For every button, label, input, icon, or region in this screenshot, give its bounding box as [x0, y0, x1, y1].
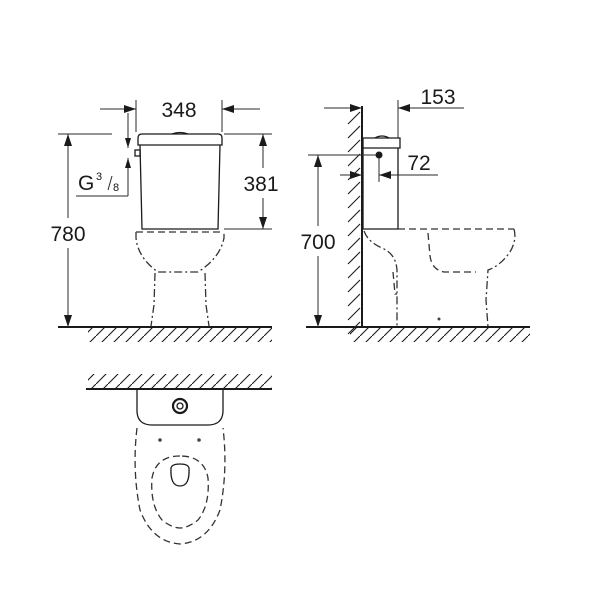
top-wall [86, 374, 272, 390]
front-pedestal [150, 272, 210, 327]
side-bowl [485, 228, 516, 328]
top-drain [170, 463, 190, 487]
front-cistern-body [139, 144, 221, 230]
side-floor [306, 326, 530, 342]
inlet-point [375, 151, 383, 159]
side-trap [363, 230, 398, 327]
dim-width-348: 348 [100, 99, 260, 132]
top-bowl-outer [134, 427, 226, 545]
dim-total-height-780: 780 [50, 133, 112, 327]
front-cistern-lid [137, 133, 223, 146]
top-bowl-inner [151, 455, 209, 529]
side-view: 153 72 700 [300, 86, 530, 342]
side-wall [347, 106, 363, 335]
front-floor [58, 326, 272, 342]
dim-offset-72: 72 [340, 152, 438, 182]
dim-label-153: 153 [420, 86, 455, 109]
dim-label-72: 72 [407, 152, 430, 175]
dim-cistern-height-381: 381 [224, 133, 279, 230]
dim-label-700: 700 [300, 231, 335, 254]
top-cistern [136, 390, 224, 426]
thread-prefix: G [78, 172, 94, 195]
dim-label-780: 780 [50, 223, 85, 246]
side-cistern-body [362, 148, 399, 230]
dim-inlet-thread: G 3 8 [76, 113, 131, 197]
front-bowl [135, 232, 225, 273]
dim-depth-153: 153 [324, 86, 464, 138]
side-cistern-lid [362, 137, 401, 149]
front-view: 348 381 780 G 3 [50, 99, 279, 342]
top-view [86, 374, 272, 545]
dim-label-348: 348 [161, 99, 196, 122]
dim-inlet-height-700: 700 [300, 154, 376, 327]
thread-denominator: 8 [113, 182, 119, 194]
thread-numerator: 3 [96, 171, 102, 183]
dim-label-381: 381 [243, 173, 278, 196]
top-flush-button [171, 397, 189, 415]
